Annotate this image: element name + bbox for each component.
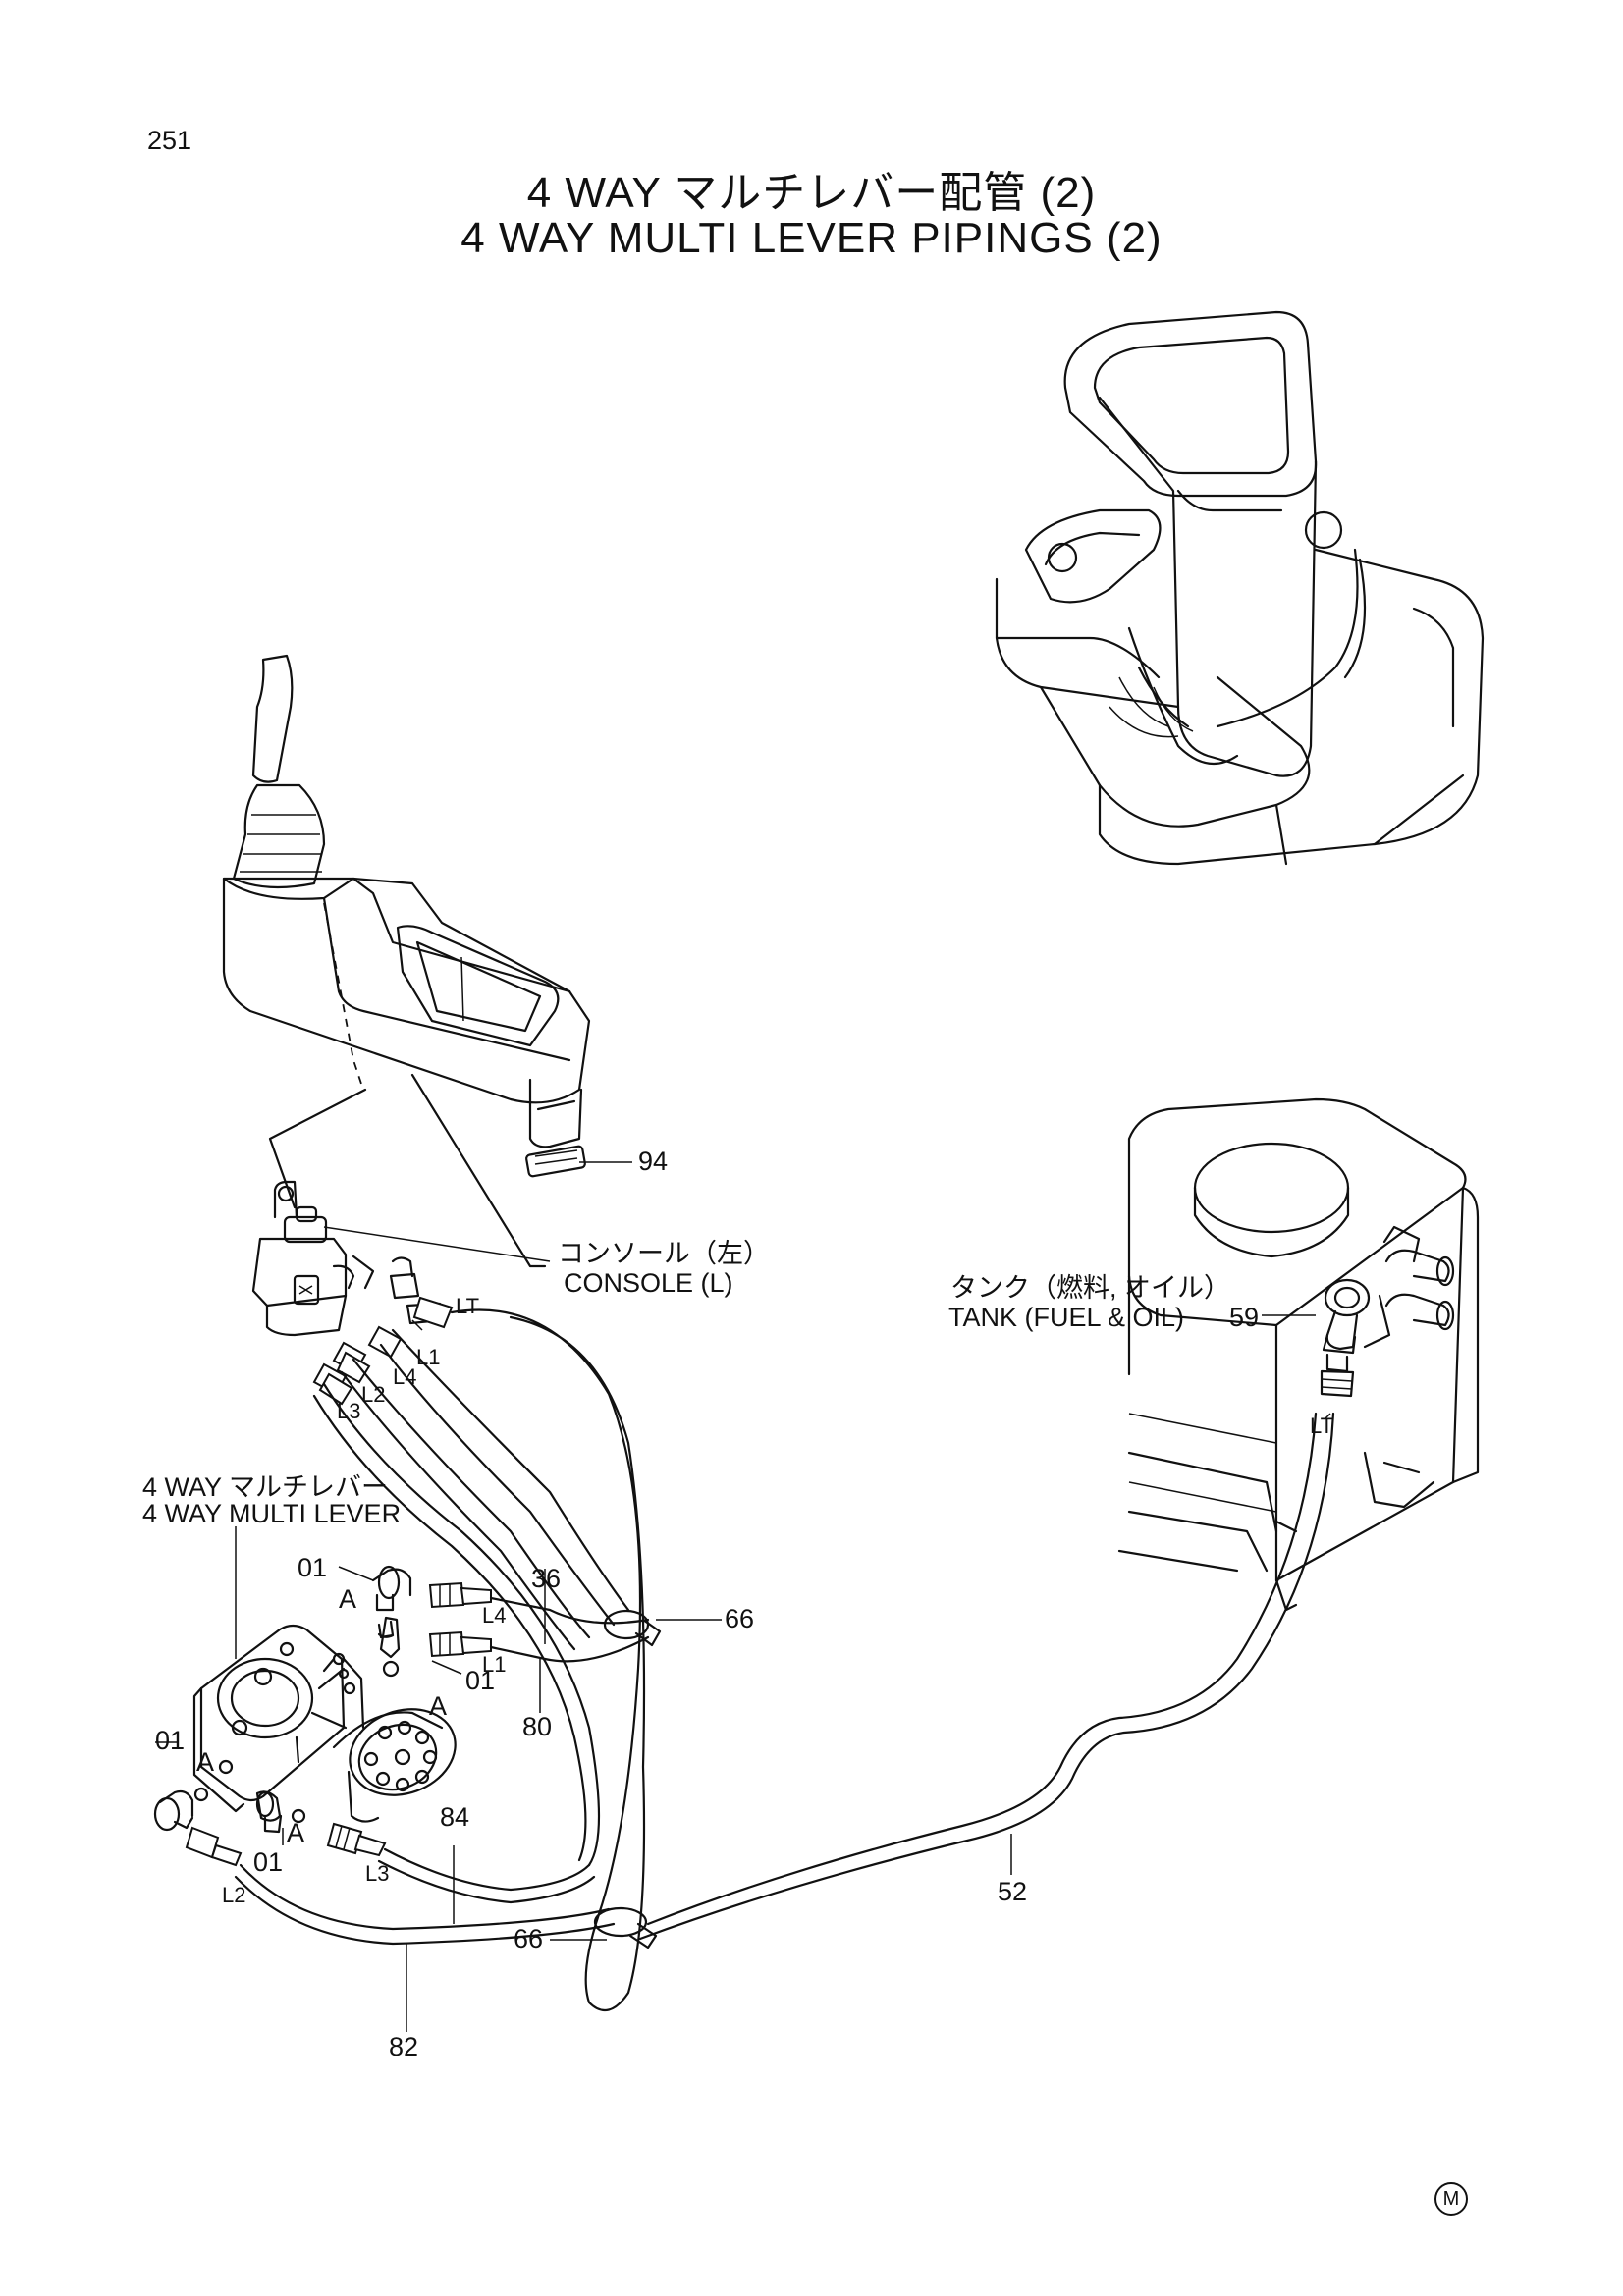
callout-52: 52 — [998, 1877, 1028, 1906]
hoses-drawing — [234, 1308, 1335, 2012]
callout-84: 84 — [440, 1802, 470, 1832]
port-label-l1-upper: L1 — [416, 1345, 441, 1369]
hose-fittings-drawing — [185, 1296, 492, 1867]
callout-01-right: 01 — [465, 1666, 496, 1695]
callout-01-top: 01 — [298, 1553, 328, 1582]
corner-mark-m: M — [1434, 2182, 1468, 2216]
pilot-valve-drawing — [251, 1180, 444, 1337]
port-label-l2-upper: L2 — [361, 1382, 386, 1407]
callout-82: 82 — [389, 2032, 419, 2061]
port-label-l2-lower: L2 — [222, 1883, 246, 1907]
port-label-l1-lower: L1 — [482, 1652, 507, 1677]
seat-assembly-drawing — [995, 310, 1485, 866]
port-label-l3-lower: L3 — [365, 1861, 390, 1886]
title-japanese: 4 WAY マルチレバー配管 (2) — [526, 169, 1097, 217]
tank-fittings-drawing — [1320, 1225, 1455, 1398]
callout-66-lower: 66 — [514, 1924, 544, 1953]
leader-lines — [155, 1161, 1331, 2032]
callout-94: 94 — [638, 1147, 669, 1176]
detail-mark-a-bottom: A — [287, 1818, 305, 1847]
port-label-lt-console: LT — [456, 1294, 480, 1318]
console-label-ja: コンソール（左） — [558, 1239, 770, 1268]
console-drawing — [222, 654, 591, 1268]
lever-label-en: 4 WAY MULTI LEVER — [142, 1499, 402, 1528]
callout-80: 80 — [522, 1712, 553, 1741]
port-label-lt-tank: LT — [1310, 1414, 1334, 1438]
title-english: 4 WAY MULTI LEVER PIPINGS (2) — [460, 214, 1163, 262]
port-label-l4-lower: L4 — [482, 1603, 507, 1628]
callout-66-upper: 66 — [725, 1604, 755, 1633]
port-label-l4-upper: L4 — [393, 1364, 417, 1389]
port-label-l3-upper: L3 — [337, 1399, 361, 1423]
callout-01-left: 01 — [155, 1726, 186, 1755]
detail-mark-a-top: A — [339, 1584, 357, 1614]
detail-mark-a-right: A — [429, 1691, 448, 1721]
tank-label-en: TANK (FUEL & OIL) — [948, 1303, 1185, 1332]
tank-drawing — [1117, 1097, 1480, 1612]
callout-36: 36 — [531, 1564, 562, 1593]
callout-01-bottom: 01 — [253, 1847, 284, 1877]
lever-label-ja: 4 WAY マルチレバー — [142, 1472, 389, 1502]
multi-lever-valve-drawing — [192, 1624, 457, 1823]
page-number: 251 — [147, 126, 192, 155]
callout-59: 59 — [1229, 1303, 1260, 1332]
elbow-fittings-drawing — [153, 1565, 412, 1834]
console-label-en: CONSOLE (L) — [564, 1268, 733, 1298]
clamps-drawing — [593, 1609, 662, 1949]
detail-mark-a-left: A — [196, 1747, 215, 1777]
tank-label-ja: タンク（燃料, オイル） — [950, 1273, 1231, 1303]
